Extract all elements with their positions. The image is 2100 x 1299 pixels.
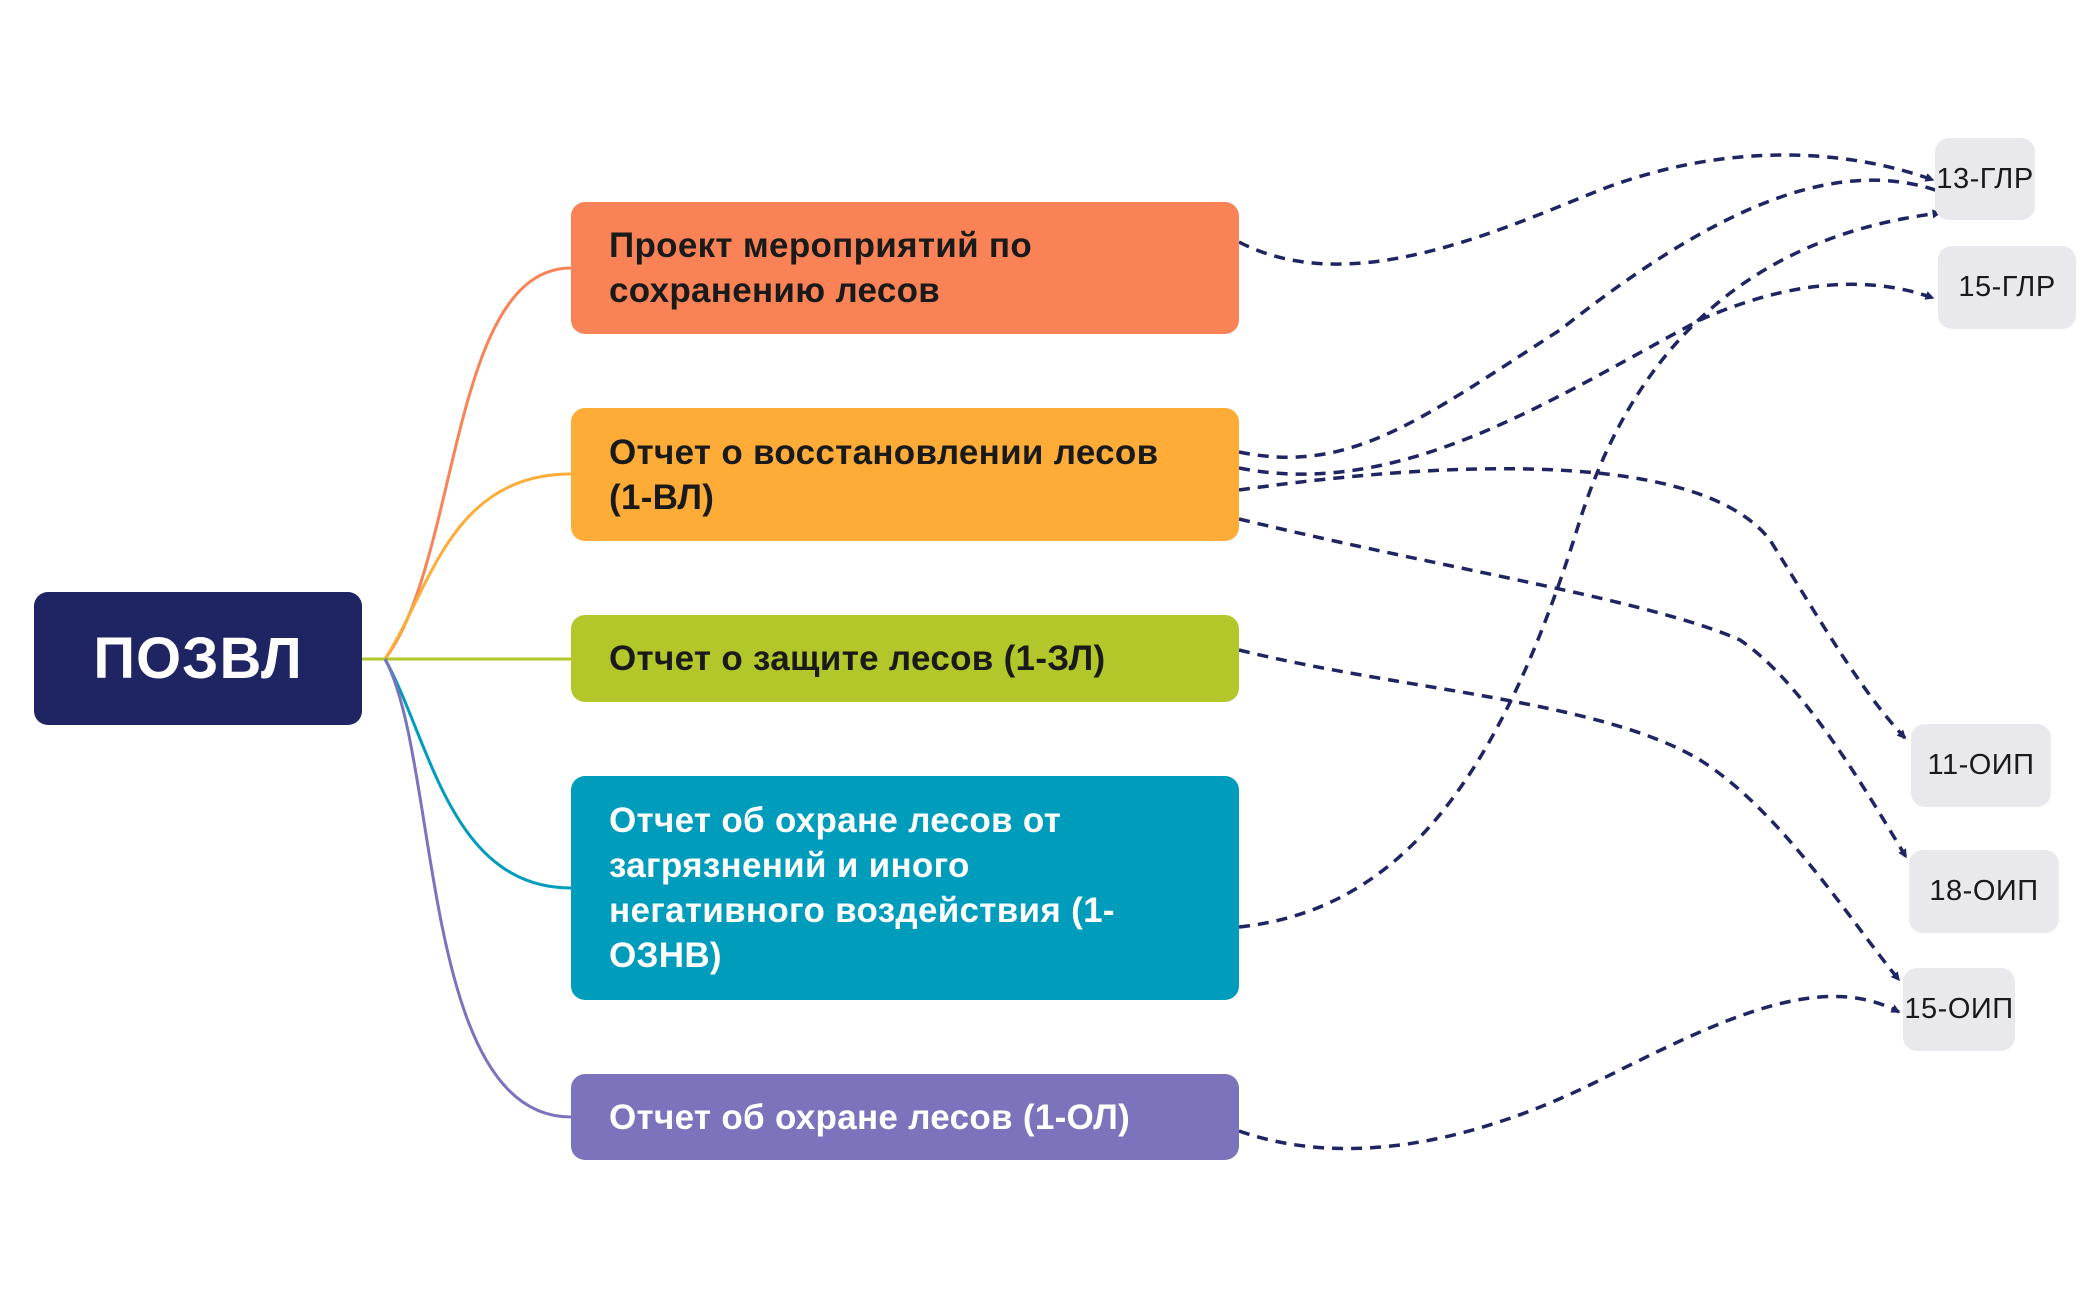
link-1zl-to-15oip [1238, 648, 1901, 982]
link-1vl-to-13glr [1238, 178, 1946, 459]
branch-label: Проект мероприятий по сохранению лесов [609, 226, 1033, 310]
link-1vl-to-15glr [1238, 282, 1935, 476]
target-node-18oip: 18-ОИП [1909, 850, 2059, 933]
target-label: 15-ГЛР [1958, 271, 2056, 303]
root-connector-4 [383, 658, 572, 890]
target-node-15oip: 15-ОИП [1903, 968, 2015, 1051]
branch-label: Отчет об охране лесов от загрязнений и и… [609, 801, 1115, 975]
root-node: ПОЗВЛ [34, 592, 362, 725]
root-label: ПОЗВЛ [93, 626, 303, 691]
branch-report-1vl: Отчет о восстановлении лесов (1-ВЛ) [571, 408, 1239, 541]
target-node-13glr: 13-ГЛР [1935, 138, 2035, 220]
link-1vl-to-18oip [1238, 517, 1908, 859]
link-project-to-13glr [1238, 153, 1935, 266]
root-connector-5 [383, 658, 572, 1119]
branch-report-1oznv: Отчет об охране лесов от загрязнений и и… [571, 776, 1239, 1000]
branch-report-1ol: Отчет об охране лесов (1-ОЛ) [571, 1074, 1239, 1160]
link-1oznv-to-13glr [1238, 209, 1942, 929]
branch-report-1zl: Отчет о защите лесов (1-ЗЛ) [571, 615, 1239, 702]
root-connector-1 [383, 266, 572, 660]
branch-label: Отчет об охране лесов (1-ОЛ) [609, 1097, 1131, 1137]
target-label: 15-ОИП [1904, 993, 2014, 1025]
link-1vl-to-11oip [1238, 466, 1907, 740]
root-connector-2 [383, 472, 572, 660]
target-label: 18-ОИП [1929, 875, 2039, 907]
target-node-15glr: 15-ГЛР [1938, 246, 2076, 329]
link-1ol-to-15oip [1238, 994, 1901, 1151]
target-label: 11-ОИП [1927, 749, 2035, 781]
branch-label: Отчет о защите лесов (1-ЗЛ) [609, 639, 1106, 678]
branch-label: Отчет о восстановлении лесов (1-ВЛ) [609, 432, 1159, 517]
branch-project-forest-conservation: Проект мероприятий по сохранению лесов [571, 202, 1239, 334]
target-label: 13-ГЛР [1936, 162, 2034, 195]
target-node-11oip: 11-ОИП [1911, 724, 2051, 807]
